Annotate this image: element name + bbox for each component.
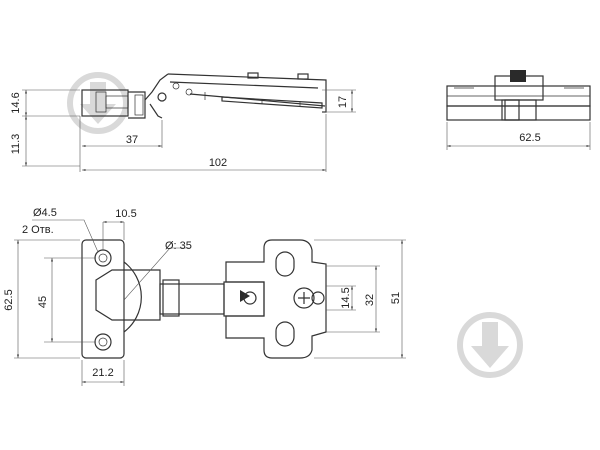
watermark-icon-bottom bbox=[457, 312, 523, 378]
plan-view: 62.5 45 21.2 Ø4.5 2 Отв. 10.5 Ø: 35 14.5… bbox=[3, 207, 406, 386]
dim-plate-height: 62.5 bbox=[3, 289, 15, 310]
dim-height-upper: 14.6 bbox=[10, 92, 22, 113]
dim-mount-height: 51 bbox=[390, 292, 402, 304]
side-view: 14.6 11.3 37 102 17 bbox=[10, 72, 356, 172]
dim-arm-height: 17 bbox=[337, 96, 349, 108]
dim-height-lower: 11.3 bbox=[10, 134, 22, 155]
dim-hole-count: 2 Отв. bbox=[22, 224, 54, 236]
dim-plate-width: 21.2 bbox=[92, 367, 113, 379]
dim-total-length: 102 bbox=[209, 157, 227, 169]
dim-hole-offset: 10.5 bbox=[115, 208, 136, 220]
dim-cup-offset: 37 bbox=[126, 134, 138, 146]
watermark-icon-top bbox=[67, 72, 129, 134]
dim-cup-diameter: Ø: 35 bbox=[165, 240, 192, 252]
dim-screw-spacing: 32 bbox=[364, 294, 376, 306]
end-view: 62.5 bbox=[446, 70, 591, 150]
dim-slot-spacing: 14.5 bbox=[340, 287, 352, 308]
dim-hole-diameter: Ø4.5 bbox=[33, 207, 57, 219]
dim-end-width: 62.5 bbox=[519, 132, 540, 144]
dim-hole-spacing: 45 bbox=[37, 296, 49, 308]
